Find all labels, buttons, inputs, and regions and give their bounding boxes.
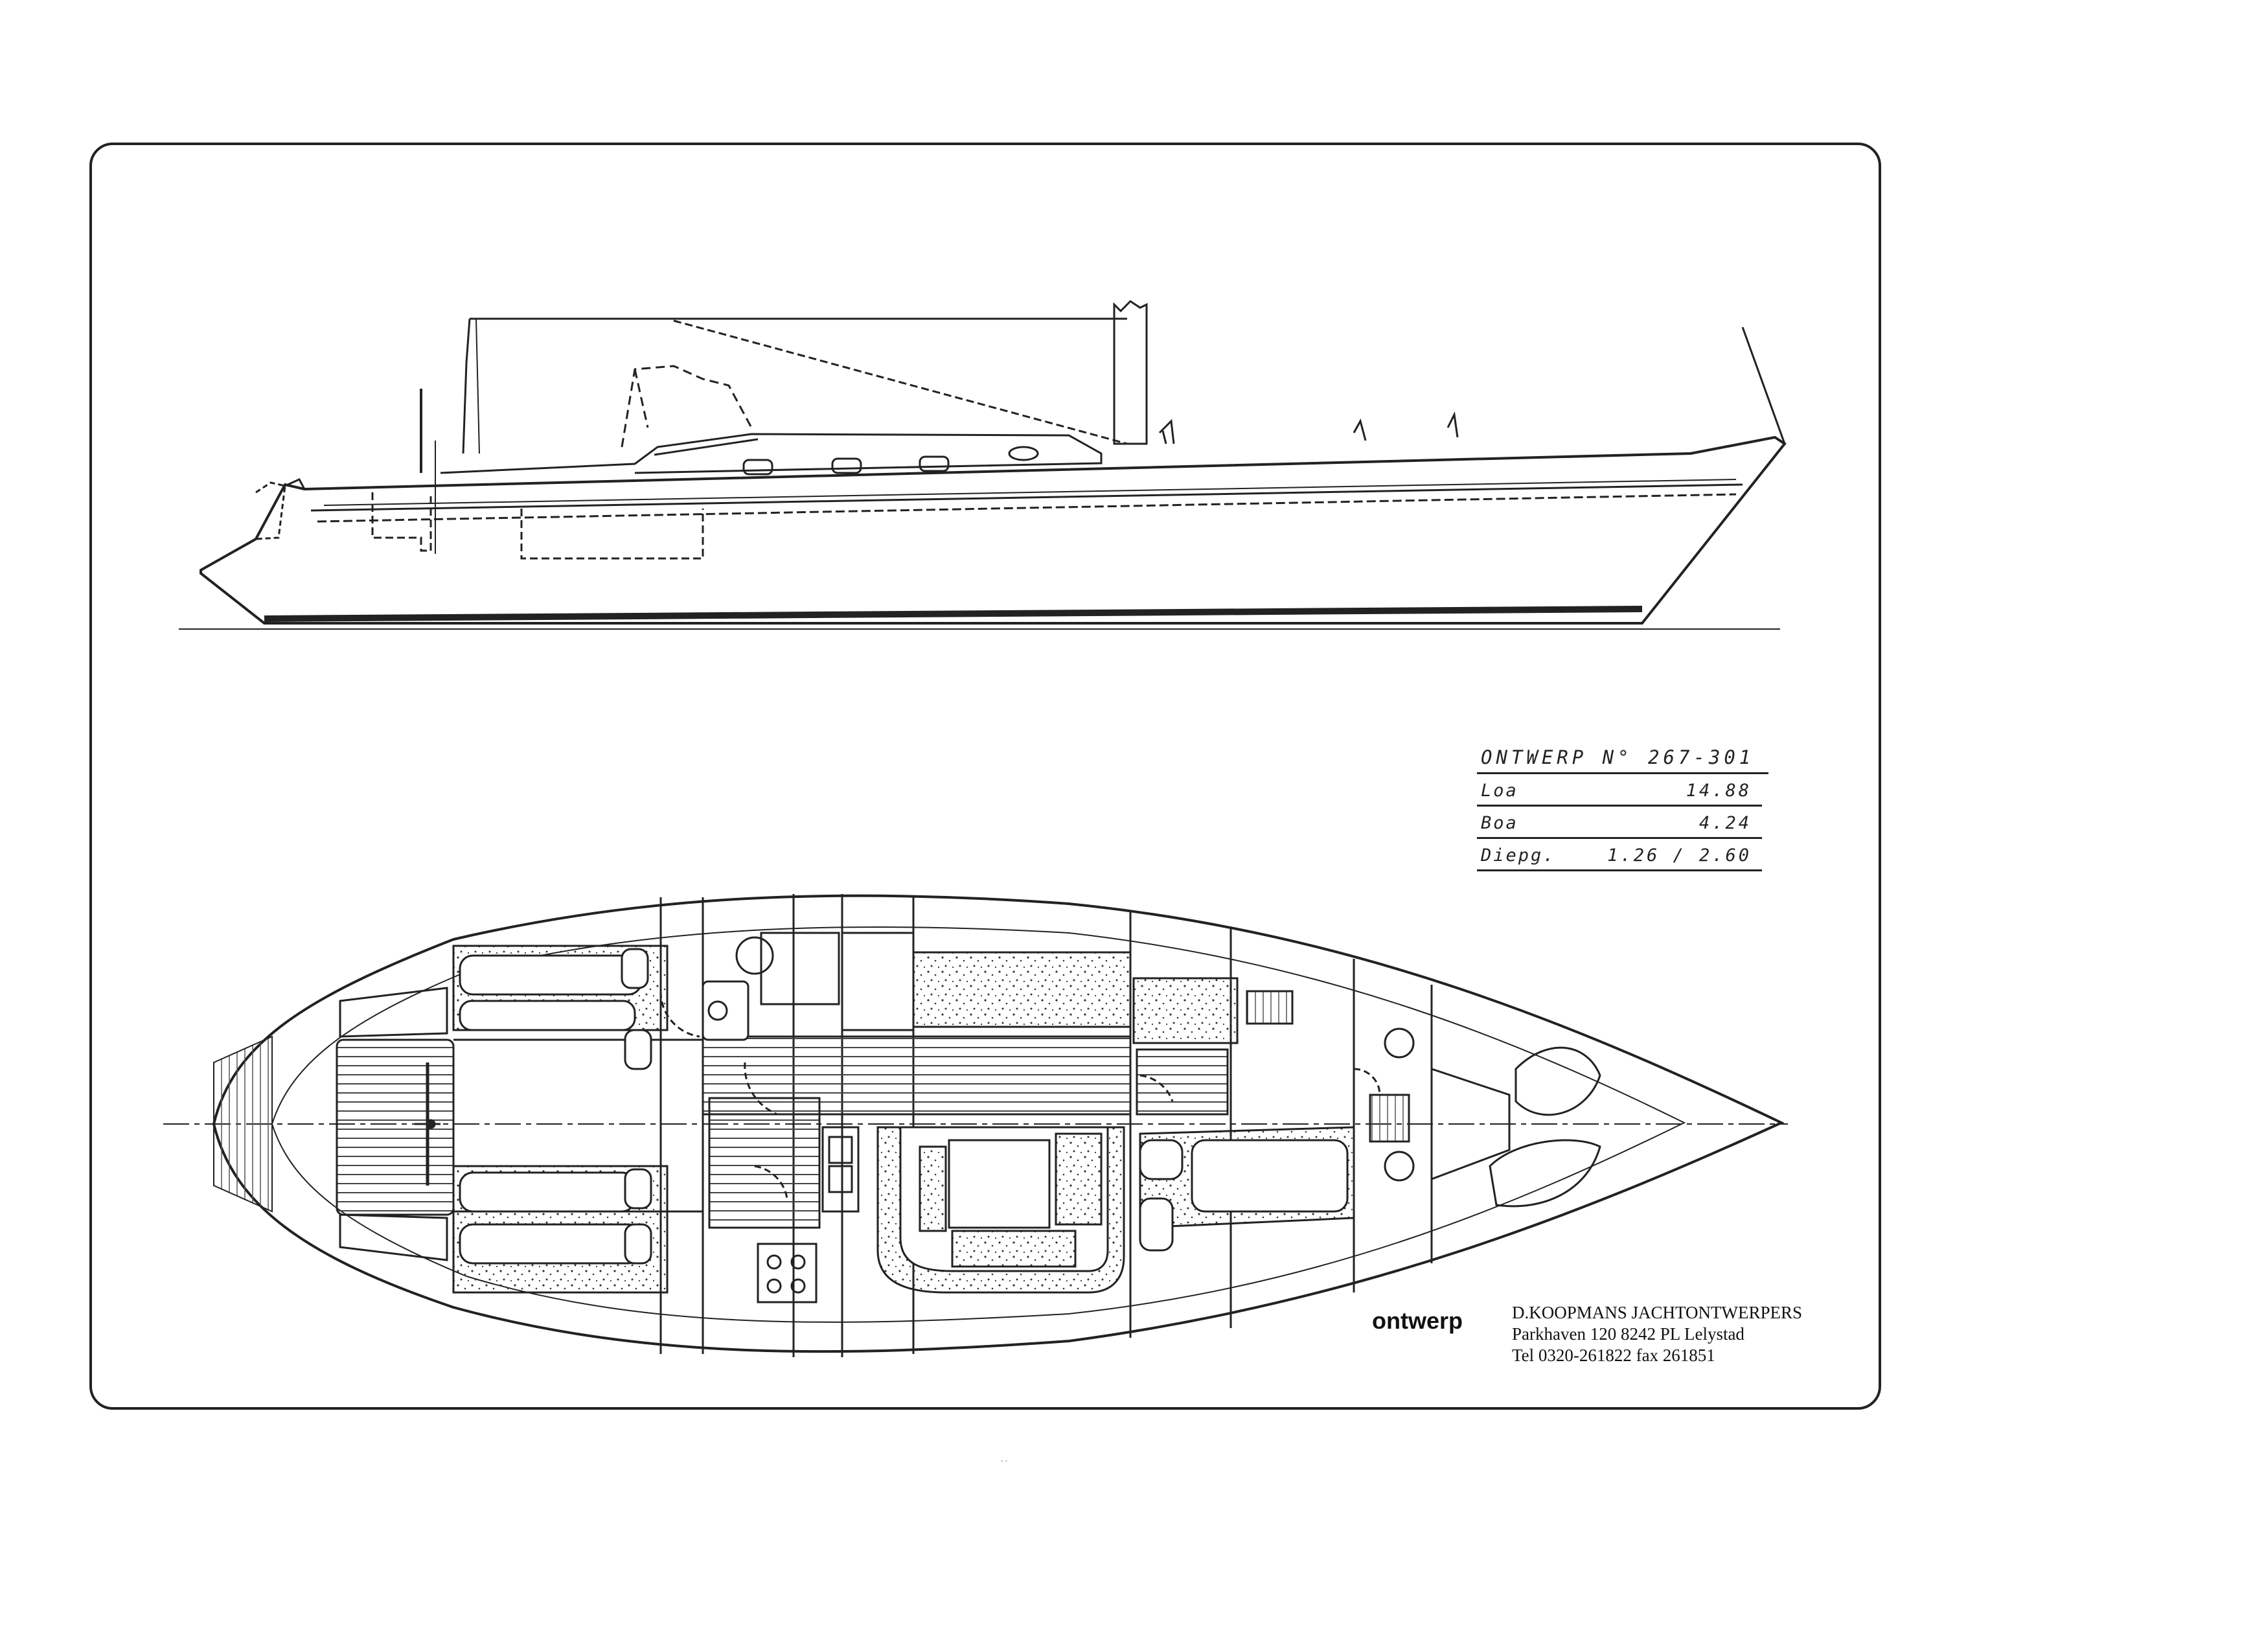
- spec-label: Diepg.: [1481, 845, 1556, 866]
- designer-name: D.KOOPMANS JACHTONTWERPERS: [1512, 1303, 1803, 1322]
- designer-logo-text: ontwerp: [1372, 1307, 1463, 1334]
- spec-value: 4.24: [1698, 813, 1752, 833]
- spec-row-draft: Diepg. 1.26 / 2.60: [1477, 837, 1762, 871]
- designer-address: Parkhaven 120 8242 PL Lelystad: [1512, 1324, 1744, 1344]
- spec-row-boa: Boa 4.24: [1477, 805, 1762, 839]
- plan-view: [163, 894, 1788, 1357]
- page-mark: - -: [1001, 1458, 1008, 1465]
- spec-value: 14.88: [1686, 781, 1752, 801]
- design-number: ONTWERP N° 267-301: [1477, 739, 1768, 774]
- spec-row-loa: Loa 14.88: [1477, 772, 1762, 807]
- design-number-text: ONTWERP N° 267-301: [1481, 746, 1755, 768]
- designer-address-block: D.KOOPMANS JACHTONTWERPERS Parkhaven 120…: [1512, 1302, 1802, 1366]
- spec-value: 1.26 / 2.60: [1607, 845, 1752, 866]
- drawing-frame: [89, 143, 1881, 1410]
- side-elevation: [179, 300, 1787, 630]
- designer-contact: Tel 0320-261822 fax 261851: [1512, 1346, 1715, 1365]
- spec-label: Loa: [1481, 781, 1518, 801]
- spec-label: Boa: [1481, 813, 1518, 833]
